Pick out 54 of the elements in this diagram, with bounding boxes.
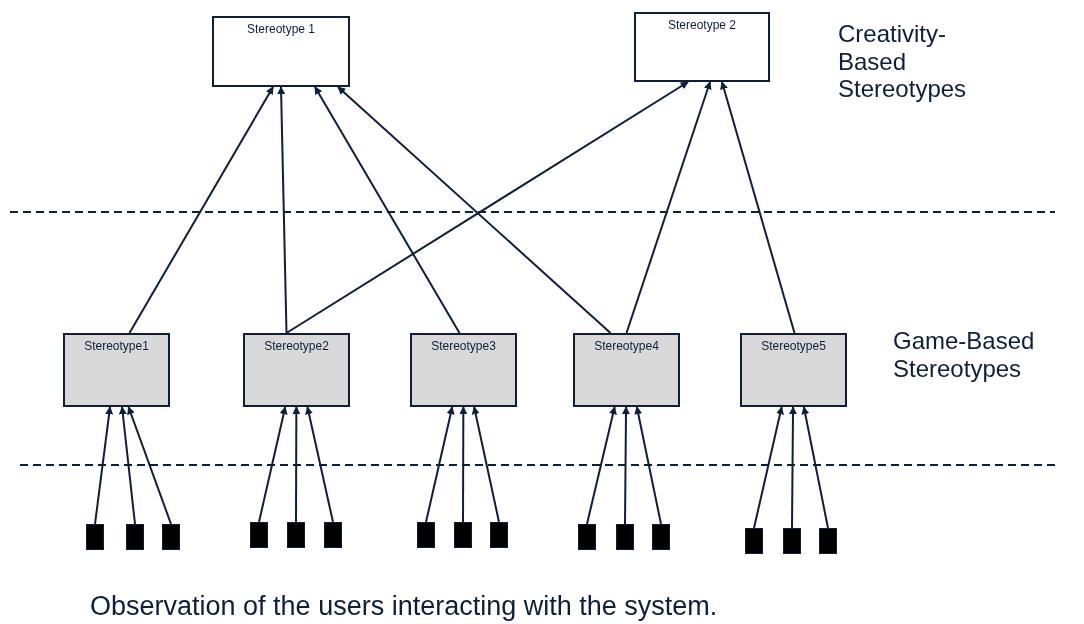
level-label: Creativity- Based Stereotypes bbox=[838, 20, 968, 103]
input-bar bbox=[652, 524, 670, 550]
arrow bbox=[128, 86, 274, 334]
arrow bbox=[789, 406, 797, 529]
input-bar bbox=[126, 524, 144, 550]
arrow bbox=[471, 406, 500, 523]
input-bar bbox=[86, 524, 104, 550]
node-label: Stereotype2 bbox=[264, 339, 329, 354]
arrow bbox=[258, 406, 288, 523]
level-label: Game-Based Stereotypes bbox=[893, 327, 1036, 383]
arrow bbox=[801, 406, 829, 529]
stereotype-box bbox=[740, 333, 847, 407]
node-label: Stereotype 2 bbox=[667, 18, 736, 33]
arrow bbox=[634, 406, 662, 525]
input-bar bbox=[783, 528, 801, 554]
input-bar bbox=[745, 528, 763, 554]
node-label: Stereotype5 bbox=[761, 339, 826, 354]
arrow bbox=[622, 406, 630, 525]
input-bar bbox=[162, 524, 180, 550]
arrow bbox=[292, 406, 301, 523]
stereotype-box bbox=[212, 16, 350, 87]
arrow bbox=[277, 86, 288, 334]
stereotype-box bbox=[243, 333, 350, 407]
input-bar bbox=[324, 522, 342, 548]
node-label: Stereotype3 bbox=[431, 339, 496, 354]
input-bar bbox=[287, 522, 305, 548]
arrow bbox=[625, 81, 712, 334]
arrow bbox=[586, 406, 617, 525]
input-bar bbox=[250, 522, 268, 548]
input-bar bbox=[578, 524, 596, 550]
arrow bbox=[720, 81, 796, 334]
arrow bbox=[337, 86, 612, 334]
arrow bbox=[305, 406, 334, 523]
arrow bbox=[753, 406, 784, 529]
arrow bbox=[118, 406, 136, 525]
input-bar bbox=[819, 528, 837, 554]
arrow bbox=[285, 81, 689, 334]
arrow bbox=[127, 406, 172, 525]
arrow bbox=[425, 406, 455, 523]
arrow bbox=[459, 406, 468, 523]
node-label: Stereotype 1 bbox=[246, 22, 315, 37]
input-bar bbox=[616, 524, 634, 550]
input-bar bbox=[490, 522, 508, 548]
caption: Observation of the users interacting with the system. bbox=[90, 590, 718, 623]
stereotype-box bbox=[410, 333, 517, 407]
node-label: Stereotype4 bbox=[594, 339, 659, 354]
stereotype-box bbox=[63, 333, 170, 407]
input-bar bbox=[454, 522, 472, 548]
arrow bbox=[94, 406, 114, 525]
input-bar bbox=[417, 522, 435, 548]
stereotype-box bbox=[634, 12, 770, 82]
stereotype-box bbox=[573, 333, 680, 407]
node-label: Stereotype1 bbox=[84, 339, 149, 354]
arrow bbox=[314, 86, 461, 334]
